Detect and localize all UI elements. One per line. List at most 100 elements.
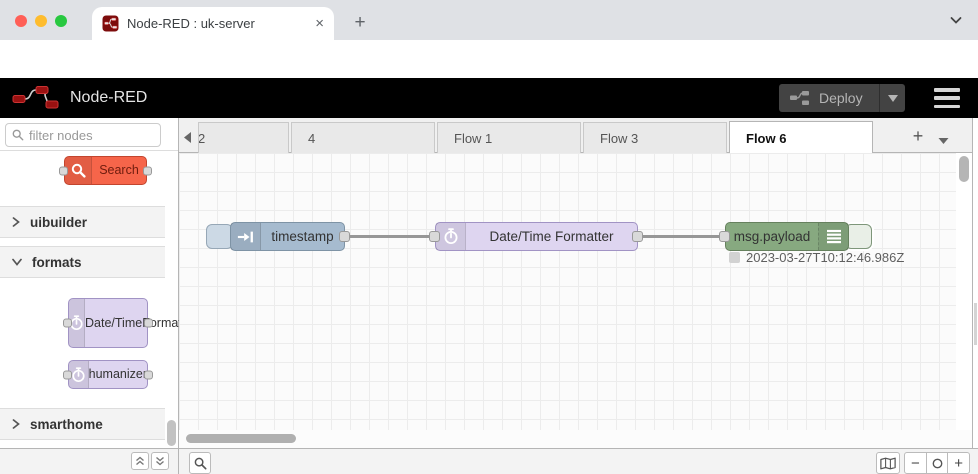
wire[interactable] [636,235,728,238]
tab-scroll-left-button[interactable] [182,127,197,147]
caret-down-icon [887,94,898,102]
browser-toolbar: Not Secure uk-server:2718/#flow/cd14c301… [0,40,978,113]
node-output-port[interactable] [339,231,350,242]
palette-category-label: formats [32,254,82,270]
node-port[interactable] [144,370,153,379]
palette-category-label: uibuilder [30,214,87,230]
new-tab-button[interactable]: + [354,12,366,33]
zoom-out-button[interactable]: − [910,454,920,472]
chevron-right-icon [12,419,20,429]
double-chevron-up-icon [136,456,144,466]
browser-tab-strip: Node-RED : uk-server × + [0,0,978,40]
zoom-controls: − + [904,452,970,474]
palette-category-smarthome[interactable]: smarthome [0,408,165,440]
deploy-label: Deploy [819,90,863,106]
node-label: Date/Time Formatter [489,229,614,244]
right-sidebar-scrollbar [974,303,977,345]
palette-expand-all-button[interactable] [151,452,169,470]
zoom-in-button[interactable]: + [947,453,969,473]
chevron-down-icon[interactable] [948,12,964,28]
add-flow-button[interactable]: + [912,126,924,146]
palette-node-humanizer[interactable]: humanizer [63,360,153,389]
node-label: msg.payload [733,229,811,244]
navigator-toggle-button[interactable] [876,452,900,474]
palette-filter-input[interactable] [29,127,144,143]
inject-trigger-button[interactable] [206,224,233,249]
map-icon [880,457,896,469]
node-port[interactable] [63,370,72,379]
node-input-port[interactable] [429,231,440,242]
tab-label: 2 [198,130,206,146]
window-close-button[interactable] [15,15,27,27]
node-port[interactable] [144,318,153,328]
zoom-reset-icon [932,458,942,468]
chevron-right-icon [12,217,20,227]
zoom-reset-button[interactable] [925,453,948,473]
footer-divider [178,448,179,474]
palette-node-label: Search [99,163,139,178]
window-minimize-button[interactable] [35,15,47,27]
right-sidebar-edge [972,118,978,448]
workspace-tab-4[interactable]: 4 [291,122,435,153]
search-node-icon [65,157,92,184]
node-port[interactable] [143,166,152,175]
canvas-vscroll-track [956,153,972,430]
palette-category-label: smarthome [30,416,103,432]
palette-category-formats[interactable]: formats [0,246,165,278]
timer-icon [436,223,466,250]
flow-canvas[interactable] [179,153,956,430]
deploy-options-button[interactable] [879,84,905,112]
deploy-icon [790,91,809,105]
canvas-hscroll-thumb[interactable] [186,434,296,443]
search-icon [194,457,207,470]
node-port[interactable] [63,318,72,328]
inject-icon [231,223,261,250]
tab-label: Flow 1 [454,130,493,146]
triangle-left-icon [184,131,191,143]
browser-tab-title: Node-RED : uk-server [127,16,255,31]
workspace-tab-flow1[interactable]: Flow 1 [437,122,581,153]
node-label: timestamp [271,229,334,244]
canvas-hscroll-track [179,430,972,448]
double-chevron-down-icon [156,456,164,466]
wire[interactable] [344,235,438,238]
browser-tab[interactable]: Node-RED : uk-server × [92,7,334,40]
debug-toggle-button[interactable] [845,224,872,249]
canvas-vscroll-thumb[interactable] [959,156,969,182]
search-icon [12,129,24,141]
deploy-button[interactable]: Deploy [779,84,905,112]
palette-filter-field[interactable] [5,123,161,147]
palette-scrollbar[interactable] [167,420,176,446]
window-zoom-button[interactable] [55,15,67,27]
node-port[interactable] [59,166,68,175]
timer-icon [69,299,85,347]
timer-icon [69,361,89,388]
palette-collapse-all-button[interactable] [131,452,149,470]
flow-node-datetime-formatter[interactable]: Date/Time Formatter [435,222,638,251]
tab-list-button[interactable] [938,132,949,150]
tab-label: 4 [308,130,316,146]
node-output-port[interactable] [632,231,643,242]
node-red-logo-icon [12,86,59,109]
main-menu-button[interactable] [934,88,960,108]
node-red-favicon-icon [102,15,119,32]
palette-category-uibuilder[interactable]: uibuilder [0,206,165,238]
palette-node-search[interactable]: Search [59,156,152,185]
caret-down-icon [938,138,949,144]
workspace-tab-flow6[interactable]: Flow 6 [729,121,873,154]
flow-node-inject[interactable]: timestamp [230,222,345,251]
tab-label: Flow 6 [746,130,787,146]
palette-node-label: humanizer [88,367,147,382]
debug-list-icon [818,223,848,250]
canvas-search-button[interactable] [189,452,211,474]
app-title: Node-RED [70,89,148,106]
palette-filter-row [0,118,178,151]
node-input-port[interactable] [719,231,730,242]
flow-node-debug[interactable]: msg.payload [725,222,849,251]
workspace-tab-2[interactable]: 2 [198,122,289,153]
tab-close-icon[interactable]: × [315,15,324,32]
workspace-tab-flow3[interactable]: Flow 3 [583,122,727,153]
tab-label: Flow 3 [600,130,639,146]
